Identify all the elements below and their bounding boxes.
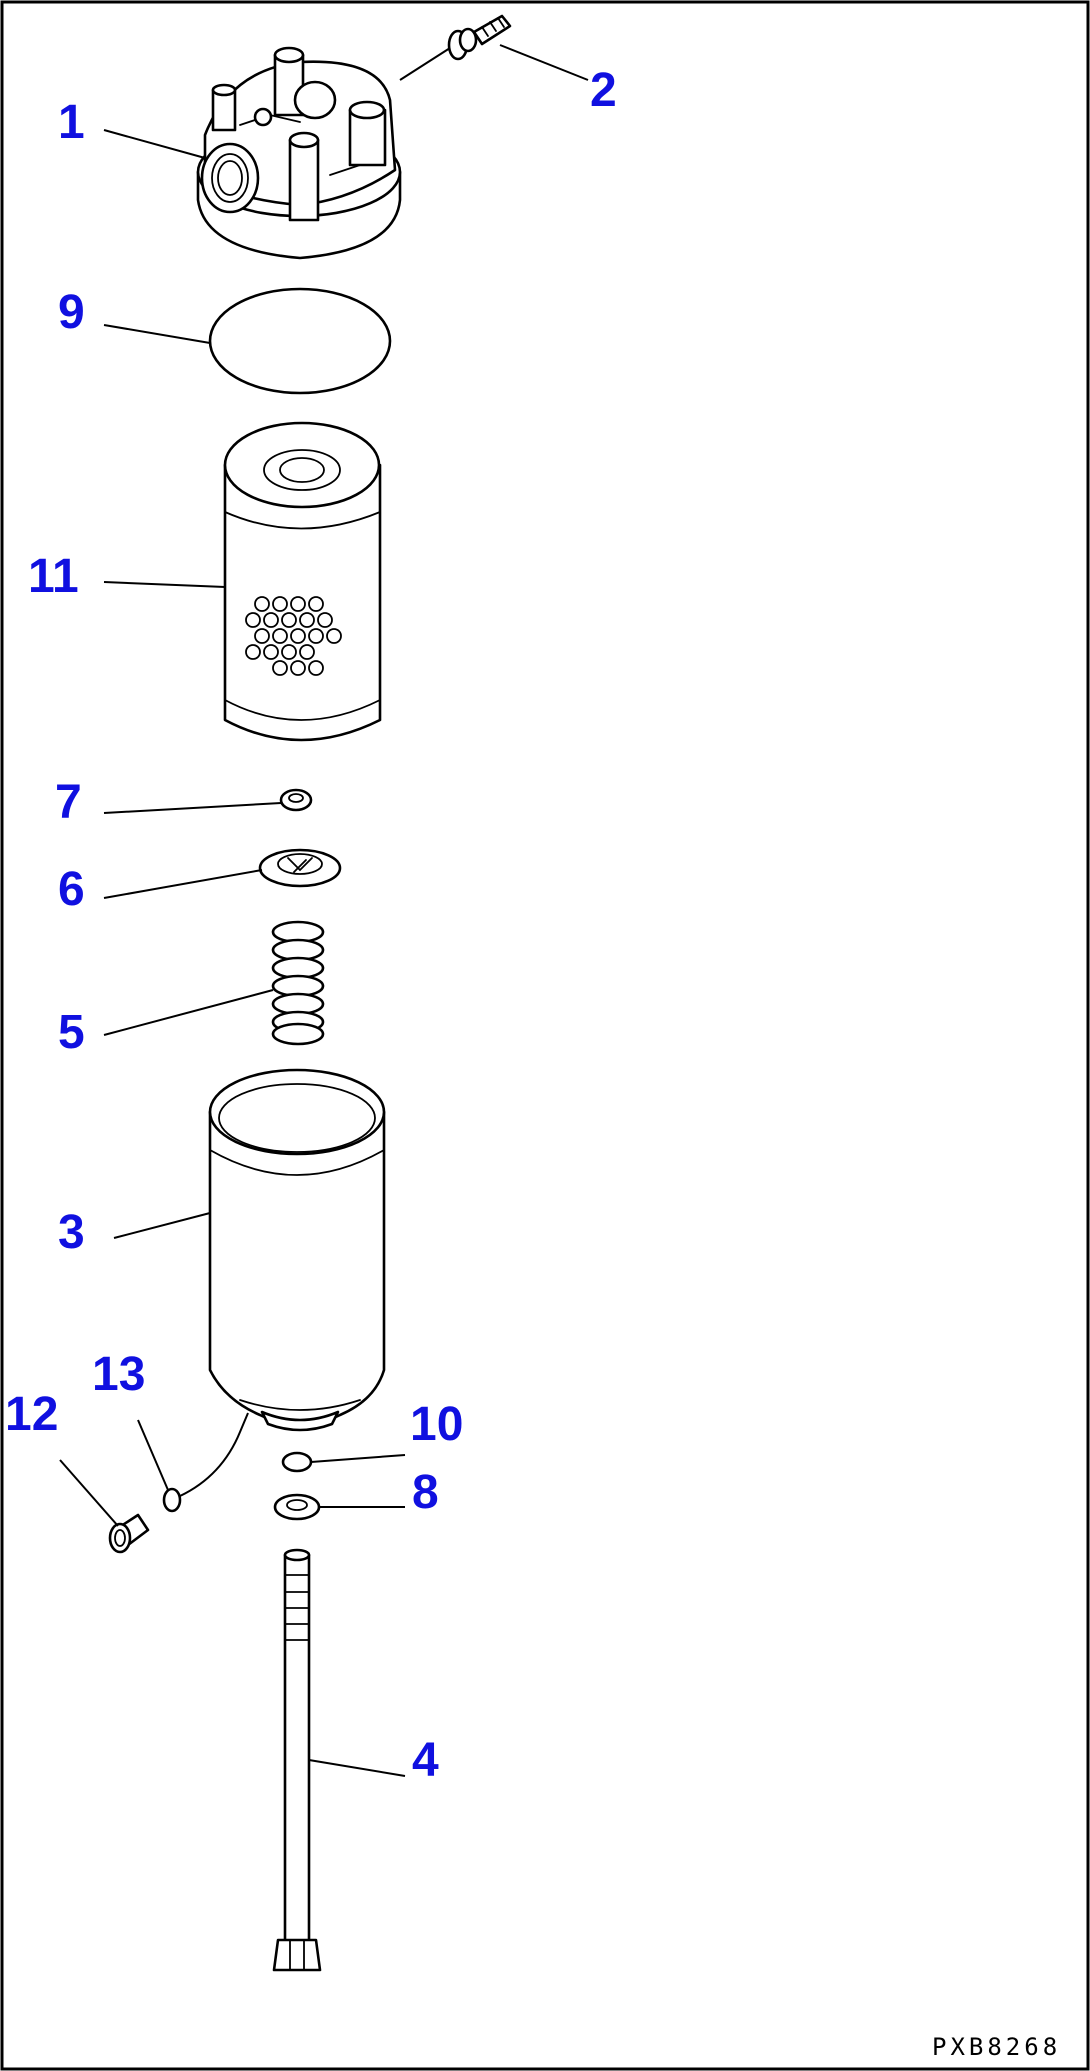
callout-labels: 1 2 9 11 7 6 5 3 13 12 10 8 4 <box>5 64 617 1787</box>
callout-9: 9 <box>58 286 85 339</box>
callout-7: 7 <box>55 776 82 829</box>
leader-13b <box>179 1412 249 1497</box>
leader-1 <box>103 129 206 159</box>
leader-lines <box>59 44 589 1777</box>
part-7-nut <box>279 788 313 812</box>
part-8-washer <box>273 1493 321 1521</box>
part-12-drain-plug <box>108 1513 150 1554</box>
part-6-spring-seat <box>258 848 342 888</box>
leader-11 <box>103 581 226 588</box>
leader-5 <box>103 989 274 1036</box>
leader-10 <box>310 1454 406 1463</box>
part-4-center-bolt <box>272 1548 322 1972</box>
leader-12 <box>59 1459 119 1527</box>
part-10-o-ring <box>281 1451 313 1473</box>
callout-5: 5 <box>58 1006 85 1059</box>
part-2-bleeder-plug <box>447 14 512 61</box>
callout-3: 3 <box>58 1206 85 1259</box>
leader-2 <box>499 44 589 81</box>
leader-6 <box>103 869 263 899</box>
callout-6: 6 <box>58 863 85 916</box>
leader-9 <box>103 324 211 344</box>
part-5-spring <box>271 920 325 1046</box>
part-11-filter-element <box>223 421 382 742</box>
leader-3 <box>113 1212 211 1239</box>
leader-13 <box>137 1419 169 1491</box>
leader-2b <box>399 47 451 81</box>
callout-13: 13 <box>92 1348 145 1401</box>
callout-2: 2 <box>590 64 617 117</box>
leader-4 <box>308 1759 406 1777</box>
part-9-o-ring <box>208 287 392 395</box>
leader-7 <box>103 802 282 814</box>
callout-12: 12 <box>5 1388 58 1441</box>
drawing-code: PXB8268 <box>932 2033 1061 2061</box>
part-1-filter-head <box>196 46 402 260</box>
part-13-seal <box>162 1487 182 1513</box>
callout-4: 4 <box>412 1734 439 1787</box>
callout-10: 10 <box>410 1398 463 1451</box>
part-3-filter-case <box>208 1068 386 1432</box>
callout-8: 8 <box>412 1466 439 1519</box>
callout-11: 11 <box>28 550 79 603</box>
callout-1: 1 <box>58 96 85 149</box>
